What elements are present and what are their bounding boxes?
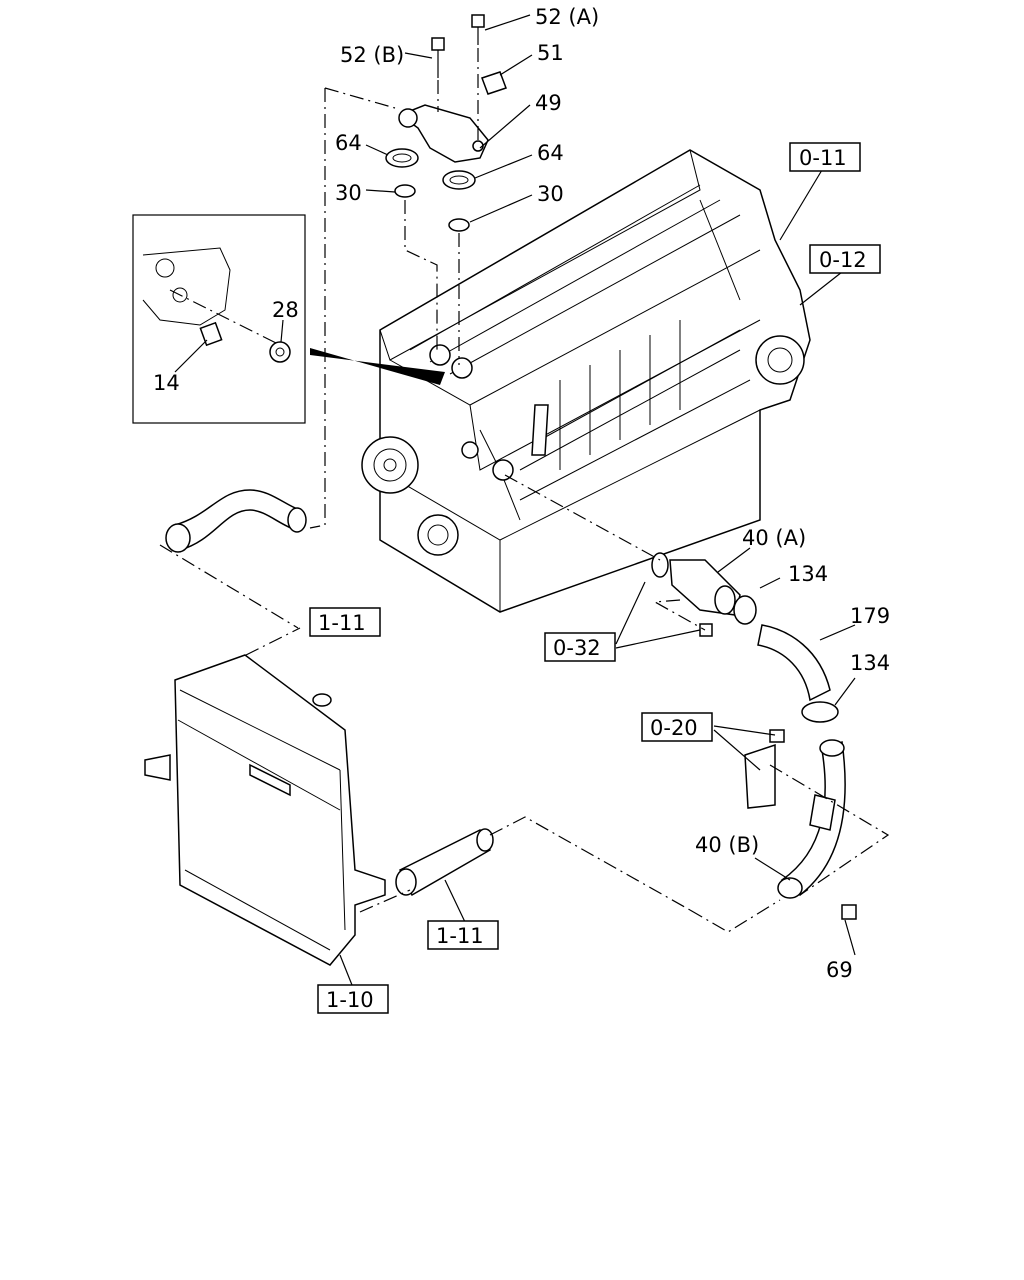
ref-box-1-10: 1-10 (317, 984, 389, 1014)
leader-lines (339, 14, 856, 986)
lower-hose (359, 816, 781, 933)
svg-text:1-11: 1-11 (436, 924, 484, 948)
label-52a: 52 (A) (535, 5, 599, 29)
water-inlet-group (504, 474, 839, 723)
label-179: 179 (850, 604, 890, 628)
label-28: 28 (272, 298, 299, 322)
label-52b: 52 (B) (340, 43, 404, 67)
upper-hose (159, 489, 307, 629)
svg-text:0-20: 0-20 (650, 716, 698, 740)
ref-box-0-11: 0-11 (789, 142, 861, 172)
thermostat-housing-group (309, 14, 507, 529)
ref-box-1-11-bottom: 1-11 (427, 920, 499, 950)
label-64-left: 64 (335, 131, 362, 155)
ref-box-0-32: 0-32 (544, 632, 616, 662)
label-51: 51 (537, 41, 564, 65)
svg-text:1-10: 1-10 (326, 988, 374, 1012)
label-40a: 40 (A) (742, 526, 806, 550)
label-134-top: 134 (788, 562, 828, 586)
engine-block (361, 149, 811, 613)
label-69: 69 (826, 958, 853, 982)
svg-text:0-11: 0-11 (799, 146, 847, 170)
ref-box-1-11-top: 1-11 (309, 607, 381, 637)
svg-text:1-11: 1-11 (318, 611, 366, 635)
svg-text:0-12: 0-12 (819, 248, 867, 272)
label-30-left: 30 (335, 181, 362, 205)
label-49: 49 (535, 91, 562, 115)
ref-box-0-12: 0-12 (809, 244, 881, 274)
label-30-right: 30 (537, 182, 564, 206)
radiator (144, 627, 386, 966)
label-134-bottom: 134 (850, 651, 890, 675)
label-64-right: 64 (537, 141, 564, 165)
ref-box-0-20: 0-20 (641, 712, 713, 742)
svg-text:0-32: 0-32 (553, 636, 601, 660)
label-40b: 40 (B) (695, 833, 759, 857)
inset-pointer (310, 348, 445, 385)
label-14: 14 (153, 371, 180, 395)
detail-inset (132, 214, 306, 424)
outlet-pipe-group (744, 729, 890, 920)
